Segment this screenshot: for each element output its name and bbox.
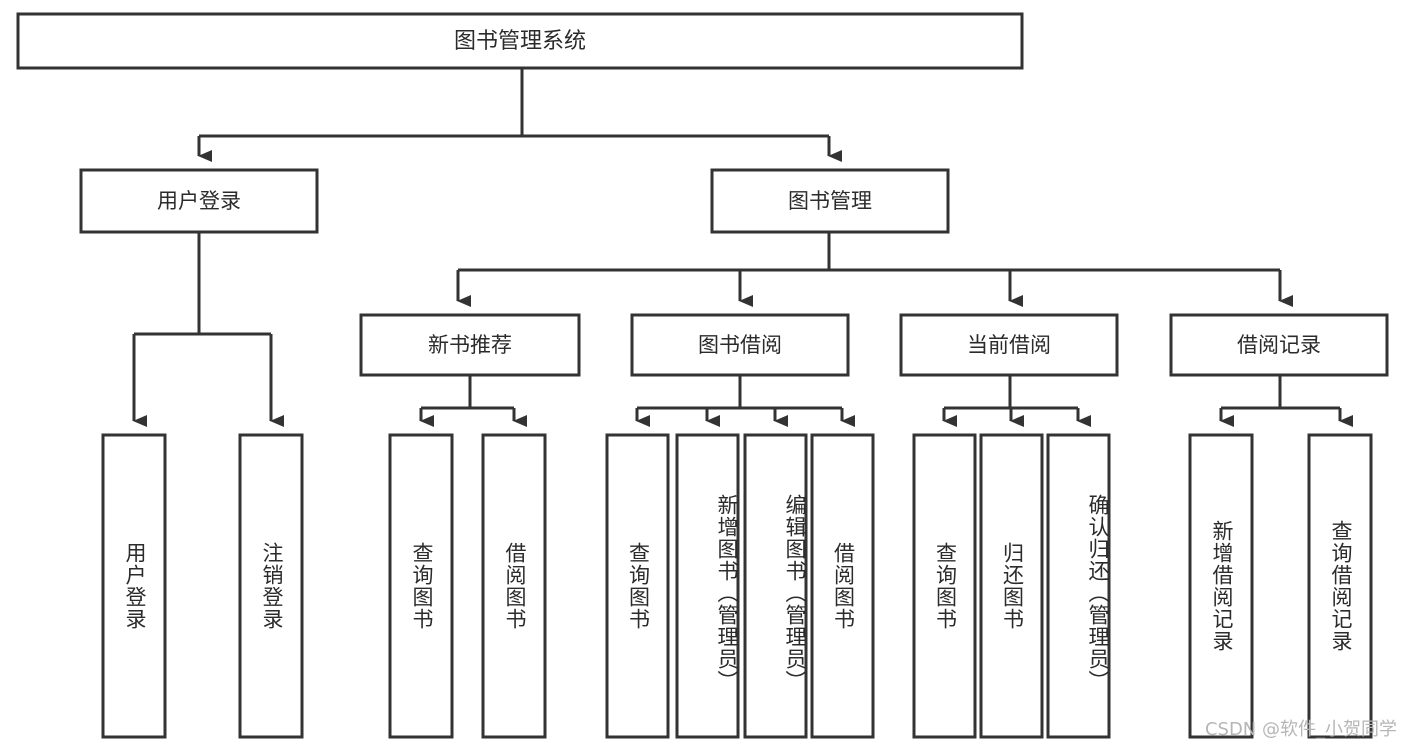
- leaf-box-query-book-3[interactable]: [912, 433, 977, 739]
- leaf-box-query-book-2[interactable]: [605, 433, 670, 739]
- node-current-borrow-label: 当前借阅: [967, 333, 1051, 357]
- connector-book-borrow-to-leaves: [635, 375, 855, 427]
- connector-root-to-level2: [197, 68, 842, 162]
- leaf-box-logout-login[interactable]: [238, 433, 304, 739]
- node-book-borrow[interactable]: 图书借阅: [630, 313, 850, 377]
- leaf-box-add-borrow-record[interactable]: [1188, 433, 1254, 739]
- node-root-system[interactable]: 图书管理系统: [16, 12, 1024, 70]
- node-book-management[interactable]: 图书管理: [710, 168, 950, 234]
- node-new-book-recommend-box[interactable]: [359, 313, 581, 377]
- node-borrow-record-label: 借阅记录: [1237, 333, 1321, 357]
- node-new-book-recommend[interactable]: 新书推荐: [359, 313, 581, 377]
- node-borrow-record-box[interactable]: [1169, 313, 1389, 377]
- leaf-box-edit-book[interactable]: [743, 433, 808, 739]
- connector-book-management-to-level3: [456, 232, 1293, 307]
- leaf-box-query-book-1[interactable]: [388, 433, 454, 739]
- connector-user-login-to-leaves: [132, 232, 284, 427]
- node-book-borrow-label: 图书借阅: [698, 333, 782, 357]
- leaf-box-confirm-return[interactable]: [1046, 433, 1111, 739]
- node-book-management-label: 图书管理: [788, 189, 872, 213]
- connector-new-book-recommend-to-leaves: [419, 375, 527, 427]
- leaf-box-borrow-book-2[interactable]: [810, 433, 875, 739]
- node-current-borrow-box[interactable]: [899, 313, 1119, 377]
- node-book-management-box[interactable]: [710, 168, 950, 234]
- node-borrow-record[interactable]: 借阅记录: [1169, 313, 1389, 377]
- leaf-box-add-book[interactable]: [675, 433, 740, 739]
- leaf-box-return-book[interactable]: [979, 433, 1044, 739]
- leaf-box-user-login[interactable]: [101, 433, 167, 739]
- node-new-book-recommend-label: 新书推荐: [428, 333, 512, 357]
- connector-current-borrow-to-leaves: [942, 375, 1091, 427]
- node-current-borrow[interactable]: 当前借阅: [899, 313, 1119, 377]
- node-user-login[interactable]: 用户登录: [79, 168, 319, 234]
- node-root-label: 图书管理系统: [454, 29, 586, 54]
- csdn-watermark: CSDN @软件_小贺同学: [1204, 719, 1397, 740]
- node-root-box[interactable]: [16, 12, 1024, 70]
- node-user-login-label: 用户登录: [157, 189, 241, 213]
- node-book-borrow-box[interactable]: [630, 313, 850, 377]
- node-user-login-box[interactable]: [79, 168, 319, 234]
- leaf-box-borrow-book-1[interactable]: [481, 433, 547, 739]
- leaf-box-query-borrow-record[interactable]: [1307, 433, 1373, 739]
- connector-borrow-record-to-leaves: [1219, 375, 1353, 427]
